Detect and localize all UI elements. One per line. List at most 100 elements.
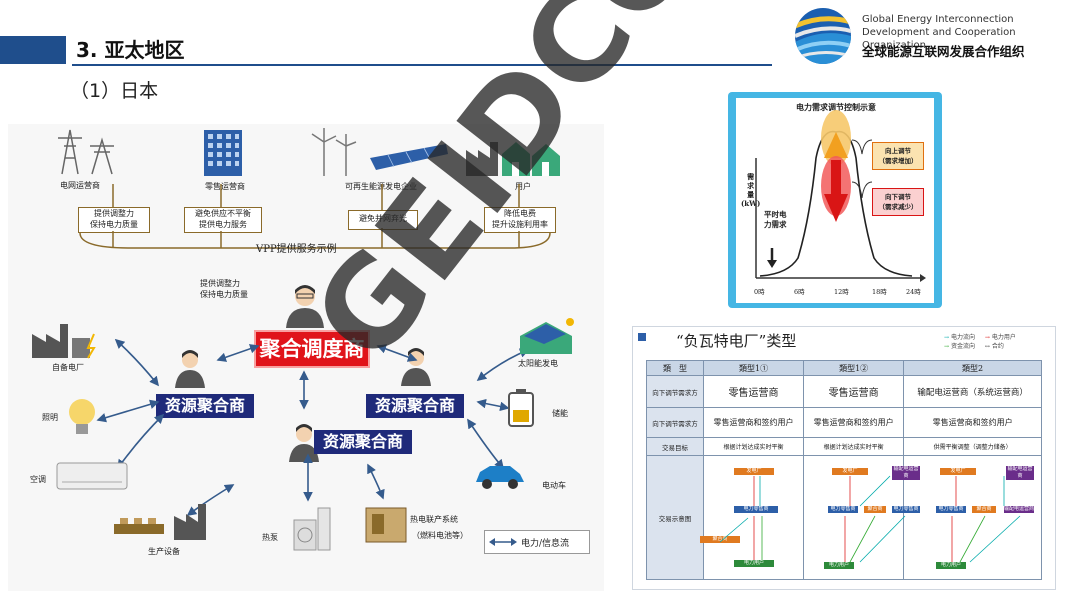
service-box-2: 避免供应不平衡提供电力服务: [184, 207, 262, 233]
vpp-label: VPP提供服务示例: [256, 244, 337, 255]
aggregator-right: 资源聚合商: [366, 394, 464, 418]
row-label: 交易示意图: [646, 455, 704, 580]
electric-car-icon: [476, 466, 524, 489]
device-label-cogeneration: 热电联产系统: [410, 515, 458, 524]
header-type-1-2: 類型1②: [803, 360, 905, 376]
device-label-ev: 电动车: [542, 481, 566, 490]
section-title: 3. 亚太地区: [76, 38, 185, 62]
bulb-icon: [69, 399, 95, 434]
device-label-storage: 储能: [552, 409, 568, 418]
aggregator-left: 资源聚合商: [156, 394, 254, 418]
title-accent-bar: [0, 36, 66, 64]
geidco-logo-icon: [795, 8, 851, 64]
title-underline: [72, 64, 772, 66]
device-label-production: 生产设备: [148, 547, 180, 556]
mini-retailer: 电力零售商: [734, 506, 778, 513]
org-name-en-2: Development and Cooperation Organization: [862, 27, 1016, 51]
solar-house-icon: [520, 318, 574, 354]
mini-flow-lines: [719, 475, 1021, 563]
mini-agg: 聚合商: [700, 536, 740, 543]
flow-arrows: [96, 338, 530, 516]
mini-power-plant: 发电厂: [832, 468, 868, 475]
person-icon: [175, 350, 205, 388]
service-box-3: 避免并网弃光: [348, 210, 418, 230]
mini-user: 电力用户: [824, 562, 854, 569]
mini-power-plant: 发电厂: [734, 468, 774, 475]
table-cell: 根据计划达成实时平衡: [803, 437, 905, 456]
x-tick: 0時: [754, 288, 765, 296]
negawatt-types-table: 類 型 類型1① 類型1② 類型2 向下调节需求方 零售运营商 零售运营商 输配…: [646, 360, 1042, 580]
device-label-ac: 空调: [30, 475, 46, 484]
header-type-1-1: 類型1①: [702, 360, 805, 376]
down-adjust-box: 向下调节（需求减少）: [872, 188, 924, 216]
node-grid-operator: 电网运营商: [60, 181, 100, 190]
mini-tso: 输配电运营商: [892, 466, 920, 480]
sub-title: （1）日本: [70, 80, 159, 102]
x-tick: 6時: [794, 288, 805, 296]
air-conditioner-icon: [56, 462, 128, 490]
device-label-fuel-cell: （燃料电池等）: [412, 531, 468, 540]
table-cell: 供需平衡调整（调整力储备）: [903, 437, 1042, 456]
negawatt-legend: → 电力流向 → 电力用户 → 资金流向 ↔ 合约: [944, 334, 1016, 350]
office-building-icon: [204, 130, 242, 176]
node-renewable: 可再生能源发电企业: [345, 182, 417, 191]
mini-tso: 输配电运营商: [1004, 506, 1035, 513]
device-label-lighting: 照明: [42, 413, 58, 422]
row-label: 向下调节需求方: [646, 407, 704, 438]
table-cell: 输配电运营商（系统运营商）: [903, 375, 1042, 408]
x-tick: 12時: [834, 288, 849, 296]
mini-retailer: 电力零售商: [936, 506, 966, 513]
device-label-own-plant: 自备电厂: [52, 363, 84, 372]
x-tick: 18時: [872, 288, 887, 296]
aggregator-main: 聚合调度商: [256, 332, 368, 366]
mini-power-plant: 发电厂: [940, 468, 976, 475]
table-cell: 零售运营商和签约用户: [803, 407, 905, 438]
demand-chart-ylabel: 需求量(kW): [741, 172, 761, 208]
node-retailer: 零售运营商: [205, 182, 245, 191]
table-cell: 零售运营商和签约用户: [903, 407, 1042, 438]
header-type: 類 型: [646, 360, 704, 376]
transaction-diagram-2: [803, 455, 905, 580]
row-label: 交易目标: [646, 437, 704, 456]
node-user: 用户: [515, 182, 531, 191]
aggregator-center: 资源聚合商: [314, 430, 412, 454]
vpp-bracket: [79, 184, 551, 249]
transmission-tower-icon: [58, 129, 114, 175]
person-icon: [286, 285, 324, 328]
service-box-1: 提供调整力保持电力质量: [78, 207, 150, 233]
baseline-label: 平时电力需求: [764, 210, 787, 229]
header-type-2: 類型2: [903, 360, 1042, 376]
heat-pump-icon: [293, 507, 331, 551]
negawatt-title: “负瓦特电厂”类型: [676, 332, 797, 350]
device-label-solar: 太阳能发电: [518, 359, 558, 368]
mini-agg: 聚合商: [864, 506, 886, 513]
up-adjust-box: 向上调节（需求增加）: [872, 142, 924, 170]
cogeneration-icon: [365, 507, 407, 543]
table-cell: 零售运营商: [803, 375, 905, 408]
row-label: 向下调节需求方: [646, 375, 704, 408]
double-arrow-icon: [489, 538, 517, 546]
mini-retailer: 电力零售商: [828, 506, 858, 513]
factory-houses-icon: [466, 142, 560, 176]
x-tick: 24時: [906, 288, 921, 296]
production-equipment-icon: [114, 504, 206, 540]
mini-retailer: 电力零售商: [892, 506, 920, 513]
battery-icon: [508, 389, 534, 427]
device-label-heat-pump: 热泵: [262, 533, 278, 542]
table-cell: 根据计划达成实时平衡: [702, 437, 805, 456]
legend-label: 电力/信息流: [521, 539, 570, 549]
demand-chart-title: 电力需求调节控制示意: [796, 102, 876, 112]
table-cell: 零售运营商和签约用户: [702, 407, 805, 438]
side-note: 提供调整力保持电力质量: [200, 279, 248, 299]
flow-legend: 电力/信息流: [484, 530, 590, 554]
mini-user: 电力用户: [734, 560, 774, 567]
demand-curve-plot: [755, 110, 926, 282]
transaction-diagram-1: [702, 455, 805, 580]
factory-icon: [32, 324, 96, 359]
mini-user: 电力用户: [936, 562, 966, 569]
mini-agg: 聚合商: [972, 506, 996, 513]
wind-solar-icon: [311, 128, 448, 176]
table-cell: 零售运营商: [702, 375, 805, 408]
org-name-en-1: Global Energy Interconnection: [862, 14, 1014, 25]
mini-tso: 输配电运营商: [1006, 466, 1034, 480]
